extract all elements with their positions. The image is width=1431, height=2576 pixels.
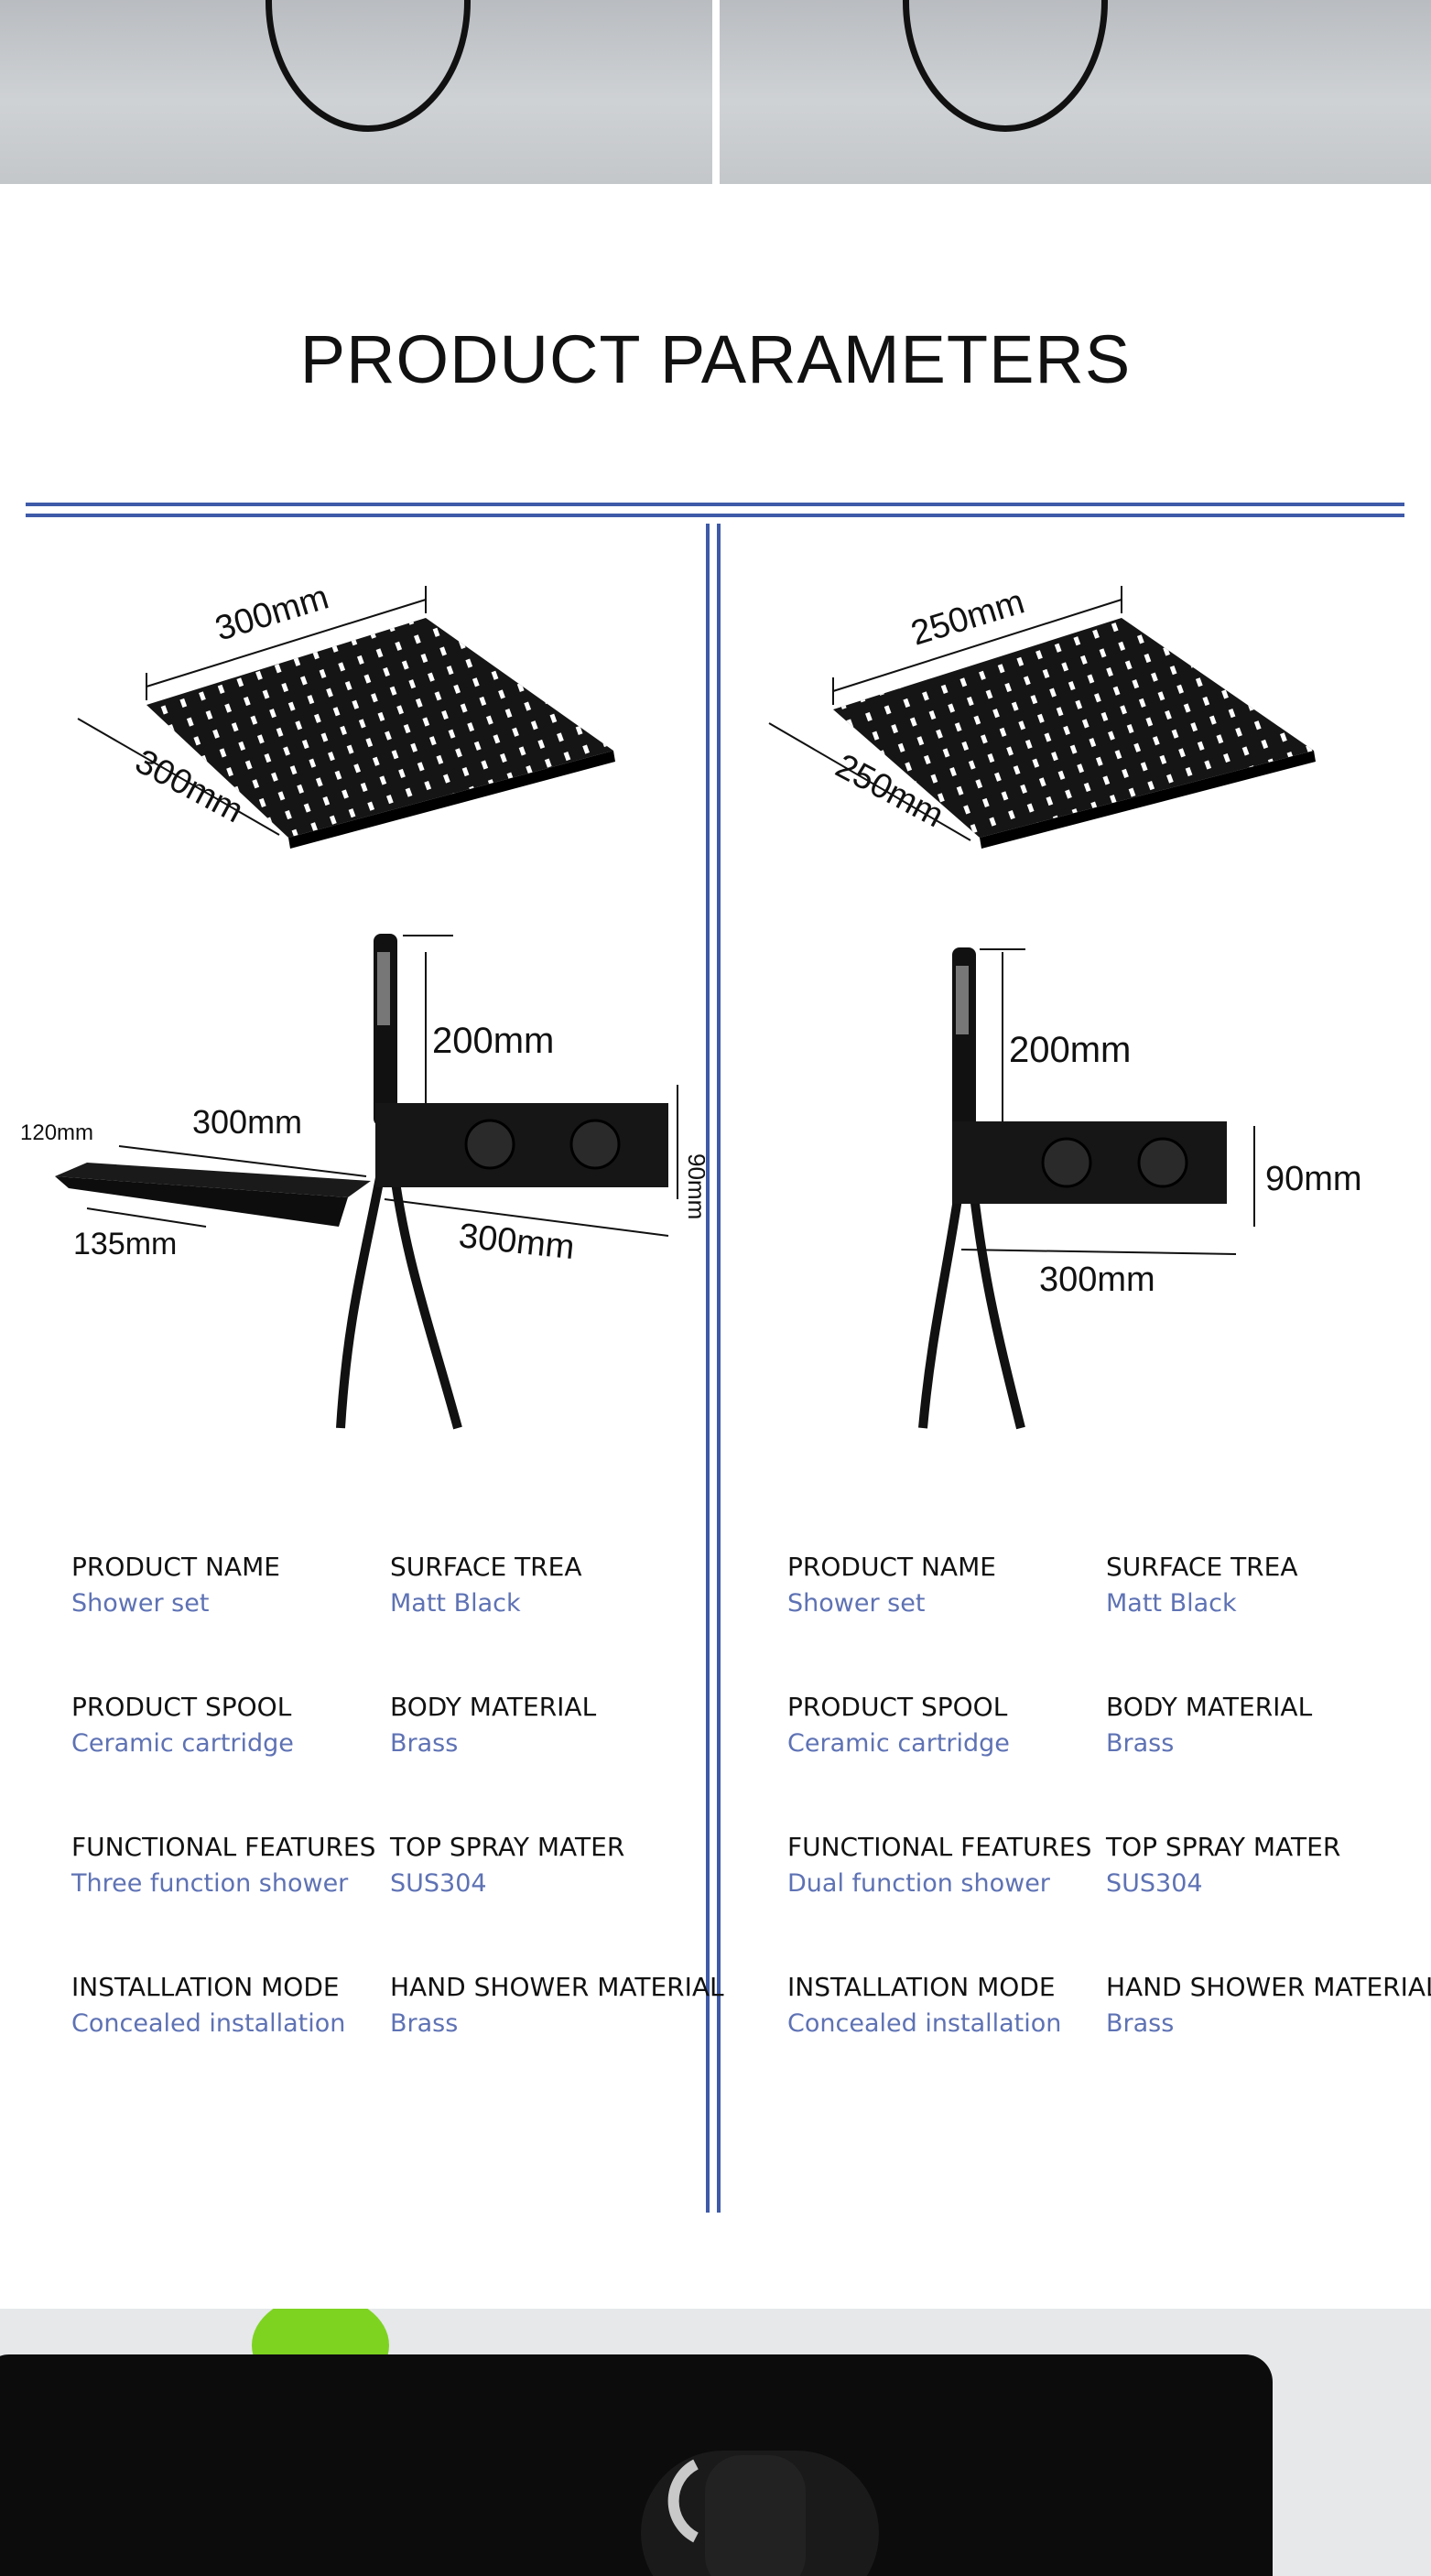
right-product-drawing: 250mm 250mm 200mm 90mm 300mm: [768, 582, 1362, 1430]
spec-value: SUS304: [390, 1869, 487, 1898]
spec-label: SURFACE TREA: [390, 1552, 582, 1582]
spec-label: BODY MATERIAL: [1106, 1692, 1313, 1722]
control-panel-image: [952, 1121, 1227, 1204]
spec-label: FUNCTIONAL FEATURES: [787, 1832, 1092, 1862]
dim-hand-height: 200mm: [1009, 1030, 1131, 1070]
spec-value: Brass: [1106, 1729, 1175, 1758]
spec-label: FUNCTIONAL FEATURES: [71, 1832, 376, 1862]
spec-value: Dual function shower: [787, 1869, 1050, 1898]
spec-value: Ceramic cartridge: [787, 1729, 1010, 1758]
spec-label: PRODUCT NAME: [787, 1552, 996, 1582]
dim-panel-height: 90mm: [683, 1153, 705, 1219]
dim-spout-depth: 120mm: [20, 1120, 93, 1145]
spec-label: PRODUCT SPOOL: [71, 1692, 292, 1722]
spec-value: Shower set: [787, 1589, 926, 1618]
control-panel-image: [375, 1103, 668, 1187]
spec-label: INSTALLATION MODE: [787, 1972, 1056, 2002]
spec-label: PRODUCT NAME: [71, 1552, 280, 1582]
spec-value: Brass: [1106, 2009, 1175, 2038]
dim-spout-width: 300mm: [192, 1103, 302, 1141]
shower-panel-closeup-image: [0, 2309, 1273, 2576]
spec-label: PRODUCT SPOOL: [787, 1692, 1008, 1722]
spec-label: INSTALLATION MODE: [71, 1972, 340, 2002]
waterfall-spout-image: [55, 1163, 371, 1227]
spec-value: Shower set: [71, 1589, 210, 1618]
spec-label: HAND SHOWER MATERIAL: [1106, 1972, 1431, 2002]
hand-shower-image: [336, 934, 462, 1430]
spec-value: Matt Black: [1106, 1589, 1237, 1618]
top-photo-left: [0, 0, 712, 184]
spec-label: SURFACE TREA: [1106, 1552, 1298, 1582]
dim-head-a: 250mm: [906, 582, 1028, 653]
shower-head-300-image: [146, 618, 615, 849]
divider-line-top: [26, 503, 1404, 506]
spec-value: SUS304: [1106, 1869, 1203, 1898]
shower-ring-image: [266, 0, 471, 132]
top-photo-right: [720, 0, 1431, 184]
spec-value: Brass: [390, 2009, 459, 2038]
spec-label: TOP SPRAY MATER: [1106, 1832, 1341, 1862]
bottom-product-photo: [0, 2309, 1431, 2576]
spec-value: Concealed installation: [71, 2009, 346, 2038]
spec-value: Ceramic cartridge: [71, 1729, 294, 1758]
dim-panel-width: 300mm: [457, 1217, 576, 1267]
spec-label: BODY MATERIAL: [390, 1692, 597, 1722]
dim-hand-height: 200mm: [432, 1021, 554, 1061]
column-divider-left: [706, 524, 710, 2213]
column-divider-right: [717, 524, 721, 2213]
spec-value: Three function shower: [71, 1869, 349, 1898]
spec-value: Brass: [390, 1729, 459, 1758]
dim-spout-extension: 135mm: [73, 1227, 177, 1261]
spec-value: Concealed installation: [787, 2009, 1062, 2038]
shower-head-250-image: [833, 618, 1316, 849]
dim-panel-width: 300mm: [1039, 1261, 1155, 1299]
spec-label: HAND SHOWER MATERIAL: [390, 1972, 724, 2002]
spec-label: TOP SPRAY MATER: [390, 1832, 625, 1862]
divider-line-bottom: [26, 514, 1404, 517]
left-product-drawing: 300mm 300mm 200mm 90mm 300mm 300mm 120mm…: [20, 578, 705, 1430]
spec-value: Matt Black: [390, 1589, 521, 1618]
dim-panel-height: 90mm: [1265, 1160, 1362, 1198]
page-title: PRODUCT PARAMETERS: [299, 321, 1132, 397]
dim-head-a: 300mm: [211, 578, 332, 648]
shower-ring-image: [903, 0, 1108, 132]
